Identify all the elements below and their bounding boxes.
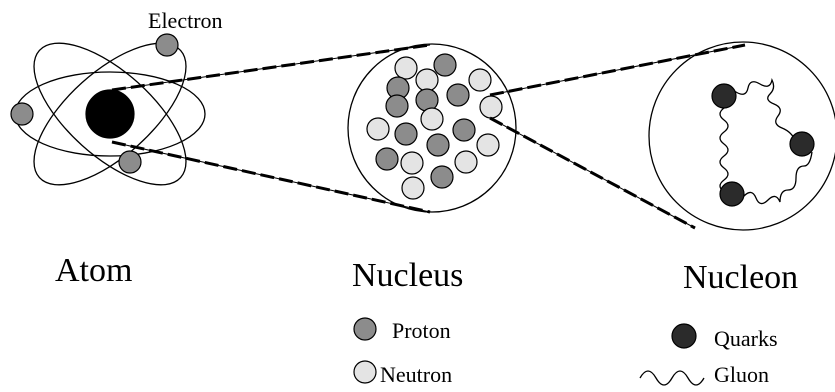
neutron: [394, 56, 418, 80]
nucleon-boundary: [648, 41, 835, 231]
proton: [415, 88, 439, 112]
zoom-line-atom-bottom-dash: [111, 140, 431, 214]
nucleon-illustration: [648, 41, 835, 231]
electron-orbit-2: [33, 42, 187, 186]
quark: [711, 83, 737, 109]
neutron: [454, 150, 478, 174]
atom-label: Atom: [55, 252, 132, 289]
proton: [375, 147, 399, 171]
proton: [446, 83, 470, 107]
nucleon-label: Nucleon: [683, 259, 798, 296]
neutron: [415, 68, 439, 92]
proton: [385, 94, 409, 118]
legend-gluon-label: Gluon: [714, 362, 769, 387]
legend-proton-swatch: [353, 317, 377, 341]
legend: Proton Neutron Quarks Gluon: [353, 317, 778, 387]
electron-orbit-3: [33, 42, 187, 186]
legend-quarks-swatch: [671, 323, 697, 349]
legend-neutron-swatch: [353, 360, 377, 384]
neutron: [401, 176, 425, 200]
zoom-line-atom-top-dash: [111, 43, 431, 92]
neutron: [420, 107, 444, 131]
quark: [789, 131, 815, 157]
electron-label: Electron: [148, 8, 223, 33]
legend-neutron-label: Neutron: [380, 362, 452, 387]
gluon-line: [731, 151, 813, 205]
nucleus-boundary: [347, 43, 517, 213]
electron: [118, 150, 142, 174]
neutron: [366, 117, 390, 141]
gluon-line: [719, 95, 729, 193]
quark: [719, 181, 745, 207]
proton: [426, 133, 450, 157]
electron: [10, 102, 34, 126]
gluon-line: [723, 78, 797, 143]
atom-illustration: [10, 33, 206, 186]
nucleus-illustration: [347, 43, 517, 213]
neutron: [479, 95, 503, 119]
nucleus-label: Nucleus: [352, 257, 463, 294]
proton: [430, 165, 454, 189]
legend-gluon-icon: [639, 370, 705, 386]
legend-quarks-label: Quarks: [714, 326, 778, 351]
legend-proton-label: Proton: [392, 318, 451, 343]
proton: [394, 122, 418, 146]
zoom-line-nucleus-bottom-dash: [489, 116, 696, 230]
zoom-line-nucleus-top-dash: [489, 43, 746, 97]
neutron: [468, 68, 492, 92]
proton: [452, 118, 476, 142]
neutron: [476, 133, 500, 157]
proton: [433, 53, 457, 77]
atom-nucleus-core: [85, 89, 135, 139]
electron: [155, 33, 179, 57]
neutron: [400, 151, 424, 175]
